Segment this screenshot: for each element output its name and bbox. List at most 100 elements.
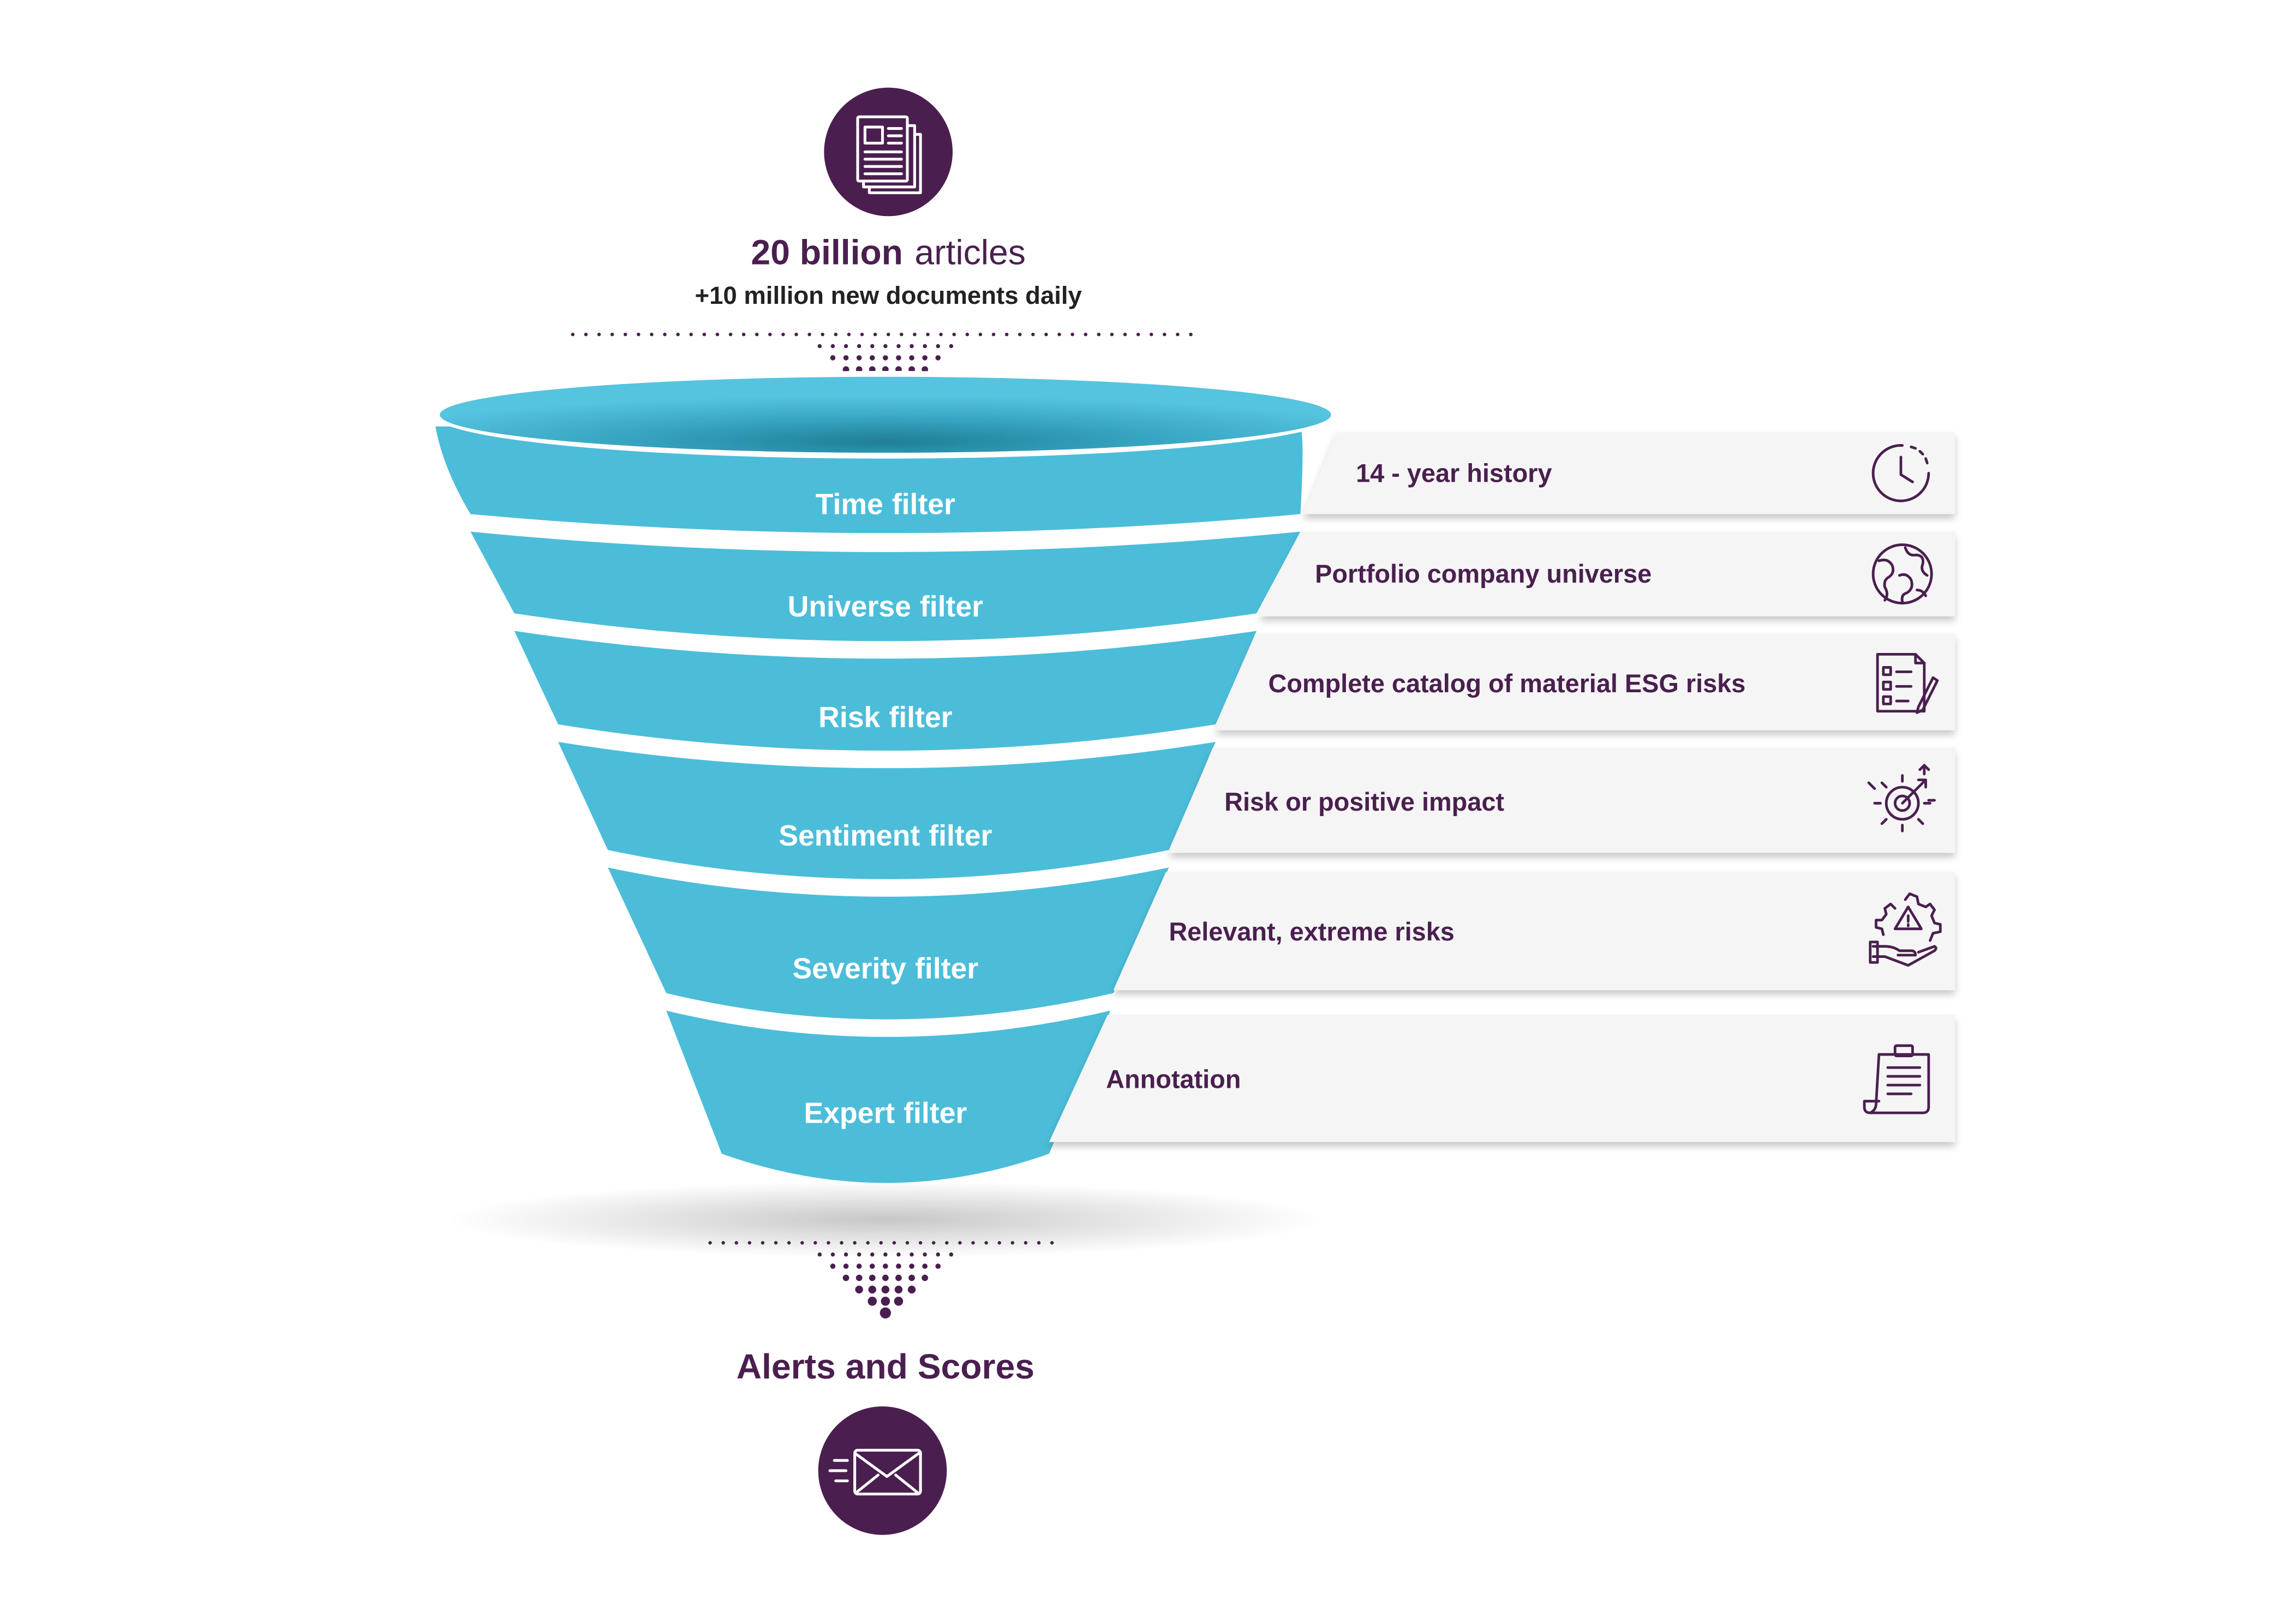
pattern-dot <box>965 332 970 337</box>
pattern-dot <box>857 1252 862 1257</box>
pattern-dot <box>817 1252 822 1257</box>
pattern-dot <box>571 332 575 337</box>
pattern-dot <box>1037 1241 1041 1245</box>
outflow-dot-pattern <box>708 1241 1054 1319</box>
pattern-dot <box>922 1274 929 1281</box>
pattern-dot <box>843 1263 849 1269</box>
pattern-dot <box>1050 1241 1054 1245</box>
pattern-dot <box>905 1241 910 1245</box>
pattern-dot <box>939 332 943 337</box>
pattern-dot <box>830 1252 835 1257</box>
funnel-band-sentiment <box>558 741 1216 879</box>
pattern-dot <box>883 1252 888 1257</box>
stage-label-bold: Expert <box>804 1098 895 1130</box>
pattern-dot <box>883 344 888 349</box>
pattern-dot <box>860 332 864 337</box>
pattern-dot <box>910 344 914 349</box>
pattern-dot <box>886 332 890 337</box>
pattern-dot <box>768 332 772 337</box>
stage-panel-expert: Annotation <box>1049 1015 1955 1142</box>
pattern-dot <box>853 1241 857 1245</box>
clipboard-scroll-icon <box>1863 1044 1930 1114</box>
stage-label-bold: Severity <box>793 953 907 985</box>
pattern-dot <box>855 1285 863 1294</box>
pattern-dot <box>868 1297 877 1306</box>
pattern-dot <box>880 1307 892 1319</box>
pattern-dot <box>894 1285 903 1294</box>
pattern-dot <box>958 1241 962 1245</box>
pattern-dot <box>728 332 733 337</box>
pattern-dot <box>936 1252 940 1257</box>
pattern-dot <box>813 1241 817 1245</box>
pattern-dot <box>787 1241 791 1245</box>
pattern-dot <box>794 332 798 337</box>
pattern-dot <box>900 332 904 337</box>
stage-label-rest: filter <box>892 488 955 520</box>
stage-label-rest: filter <box>929 820 992 852</box>
stage-label-time: Time filter <box>816 488 955 520</box>
article-count-bold: 20 billion <box>751 233 903 272</box>
pattern-dot <box>984 1241 988 1245</box>
pattern-dot <box>827 1241 830 1245</box>
stage-label-bold: Sentiment <box>779 820 920 852</box>
stage-label-bold: Time <box>816 488 883 520</box>
funnel-ground-shadow <box>447 1181 1324 1258</box>
pattern-dot <box>847 332 851 337</box>
stage-label-rest: filter <box>920 591 983 623</box>
checklist-icon <box>1876 652 1939 714</box>
pattern-dot <box>910 1252 914 1257</box>
pattern-dot <box>821 332 824 337</box>
pattern-dot <box>1176 332 1180 337</box>
pattern-dot <box>1070 332 1074 337</box>
pattern-dot <box>844 344 848 349</box>
daily-documents-subtitle: +10 million new documents daily <box>695 281 1082 309</box>
pattern-dot <box>650 332 654 337</box>
pattern-dot <box>971 1241 975 1245</box>
pattern-dot <box>926 332 930 337</box>
pattern-dot <box>908 1274 915 1281</box>
warning-gear-hand-icon <box>1869 892 1942 967</box>
pattern-dot <box>936 344 940 349</box>
pattern-dot <box>881 1285 890 1294</box>
pattern-dot <box>945 1241 949 1245</box>
globe-icon <box>1871 543 1933 605</box>
pattern-dot <box>1136 332 1140 337</box>
pattern-dot <box>715 332 720 337</box>
pattern-dot <box>774 1241 778 1245</box>
panel-text: Annotation <box>1106 1065 1241 1093</box>
panel-text: Risk or positive impact <box>1224 788 1504 816</box>
pattern-dot <box>842 366 850 373</box>
pattern-dot <box>870 344 875 349</box>
pattern-dot <box>922 1263 928 1269</box>
pattern-dot <box>856 355 862 361</box>
pattern-dot <box>896 344 901 349</box>
pattern-dot <box>781 332 785 337</box>
envelope-icon <box>818 1406 947 1535</box>
pattern-dot <box>935 1263 941 1269</box>
pattern-dot <box>1031 332 1035 337</box>
gear-target-icon <box>1867 764 1936 832</box>
funnel-band-severity <box>608 867 1169 1020</box>
funnel <box>435 426 1303 1183</box>
pattern-dot <box>856 1263 862 1269</box>
newspaper-icon <box>824 87 953 217</box>
pattern-dot <box>708 1241 712 1245</box>
pattern-dot <box>830 1263 836 1269</box>
pattern-dot <box>1004 332 1009 337</box>
pattern-dot <box>637 332 641 337</box>
pattern-dot <box>597 332 601 337</box>
pattern-dot <box>747 1241 751 1245</box>
pattern-dot <box>1189 332 1193 337</box>
pattern-dot <box>918 1241 923 1245</box>
pattern-dot <box>741 332 746 337</box>
pattern-dot <box>949 344 954 349</box>
pattern-dot <box>909 1263 914 1269</box>
pattern-dot <box>830 344 835 349</box>
pattern-dot <box>866 1241 870 1245</box>
pattern-dot <box>922 366 929 373</box>
clock-icon <box>1871 444 1930 502</box>
pattern-dot <box>931 1241 936 1245</box>
pattern-dot <box>1123 332 1127 337</box>
